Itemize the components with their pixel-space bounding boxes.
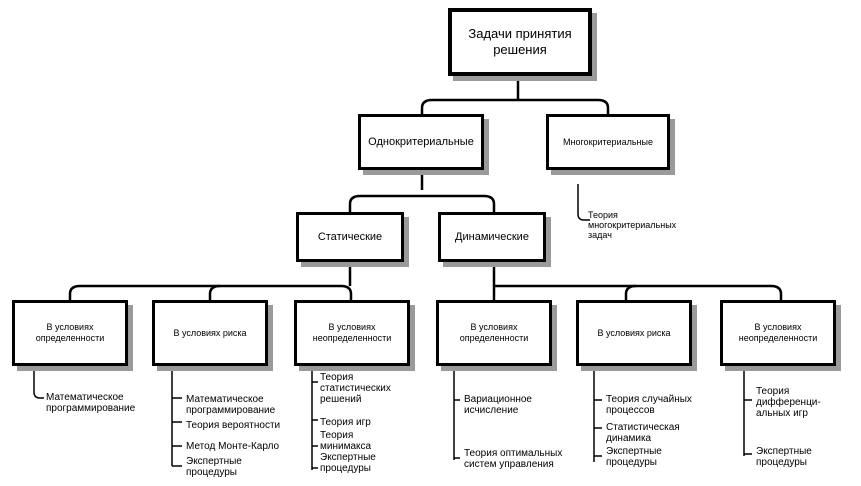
leaf-variational-calculus: Вариационное исчисление — [464, 394, 532, 416]
leaf-statistical-dynamics: Статистическая динамика — [606, 422, 680, 444]
static-risk-label: В условиях риска — [173, 327, 247, 338]
leaf-expert-procedures-3: Экспертные процедуры — [606, 446, 662, 468]
leaf-math-programming: Математическое программирование — [46, 392, 136, 414]
static-uncertainty-node: В условиях неопределенности — [294, 300, 410, 366]
static-risk-node: В условиях риска — [152, 300, 268, 366]
leaf-differential-games: Теория дифференци- альных игр — [756, 386, 821, 419]
leaf-math-programming-risk: Математическое программирование — [186, 394, 276, 416]
leaf-random-processes: Теория случайных процессов — [606, 394, 692, 416]
static-uncertainty-label: В условиях неопределенности — [312, 322, 392, 343]
dynamic-node: Динамические — [438, 212, 546, 262]
leaf-expert-procedures-2: Экспертные процедуры — [320, 452, 376, 474]
static-certainty-node: В условиях определенности — [12, 300, 128, 366]
leaf-expert-procedures-4: Экспертные процедуры — [756, 446, 812, 468]
static-label: Статические — [317, 230, 383, 243]
dynamic-label: Динамические — [455, 230, 529, 243]
leaf-probability-theory: Теория вероятности — [186, 420, 281, 431]
static-node: Статические — [296, 212, 404, 262]
root-node: Задачи принятия решения — [448, 8, 592, 76]
leaf-expert-procedures-1: Экспертные процедуры — [186, 456, 242, 478]
dynamic-certainty-label: В условиях определенности — [459, 322, 529, 343]
root-label: Задачи принятия решения — [468, 26, 572, 57]
leaf-optimal-control: Теория оптимальных систем управления — [464, 448, 563, 470]
dynamic-risk-node: В условиях риска — [576, 300, 692, 366]
static-certainty-label: В условиях определенности — [35, 322, 105, 343]
dynamic-risk-label: В условиях риска — [597, 327, 671, 338]
multi-criteria-leaf: Теория многокритериальных задач — [588, 210, 677, 240]
single-criteria-label: Однокритериальные — [368, 135, 474, 148]
leaf-statistical-decisions: Теория статистических решений — [320, 372, 391, 405]
leaf-game-theory: Теория игр — [320, 417, 371, 428]
dynamic-uncertainty-label: В условиях неопределенности — [738, 322, 818, 343]
leaf-monte-carlo: Метод Монте-Карло — [186, 441, 280, 452]
dynamic-uncertainty-node: В условиях неопределенности — [720, 300, 836, 366]
dynamic-certainty-node: В условиях определенности — [436, 300, 552, 366]
multi-criteria-node: Многокритериальные — [546, 114, 670, 170]
leaf-minimax: Теория минимакса — [320, 430, 372, 452]
multi-criteria-label: Многокритериальные — [563, 136, 653, 147]
single-criteria-node: Однокритериальные — [358, 114, 484, 170]
